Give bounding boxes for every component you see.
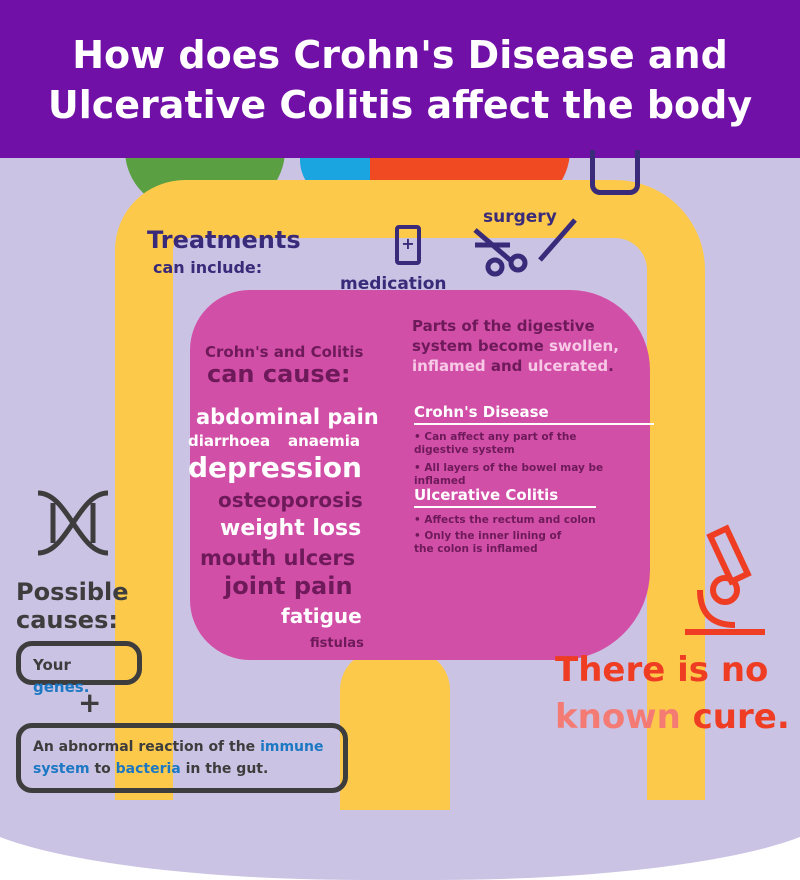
bacteria: bacteria [115, 761, 181, 777]
treatments-title: Treatments [147, 226, 301, 254]
small-intestine [190, 290, 650, 660]
cure: cure. [692, 697, 790, 737]
possible-title-2: causes: [16, 606, 118, 634]
no-cure-line1: There is no [555, 650, 769, 690]
symptom: depression [188, 451, 362, 484]
gut: in the gut. [185, 761, 269, 777]
crohns-bullet: • Can affect any part of the digestive s… [414, 431, 577, 456]
genes: genes. [33, 678, 90, 696]
scissors-scalpel-icon [473, 218, 577, 277]
immune-pre: An abnormal reaction of the [33, 739, 256, 755]
medication-label: medication [340, 274, 447, 294]
uc-bullet: • Only the inner lining of the colon is … [414, 530, 562, 555]
microscope-icon [685, 524, 765, 635]
immune-box: An abnormal reaction of the immune syste… [16, 723, 348, 793]
possible-causes-title: Possible causes: [16, 578, 129, 634]
system: system [33, 761, 90, 777]
uc-section: Ulcerative Colitis • Affects the rectum … [414, 486, 596, 556]
crohns-bullet: • All layers of the bowel may be inflame… [414, 462, 604, 487]
symptom: fistulas [310, 636, 364, 651]
parts-line2: system become [412, 337, 544, 355]
swollen: swollen, [548, 337, 619, 355]
treatments-subtitle: can include: [153, 258, 263, 277]
title-line-2: Ulcerative Colitis affect the body [47, 83, 753, 127]
plus-icon: + [78, 686, 102, 719]
to: to [94, 761, 111, 777]
dot: . [608, 357, 614, 375]
crohns-section: Crohn's Disease • Can affect any part of… [414, 403, 654, 488]
medicine-bottle-icon: + [395, 225, 421, 265]
dna-icon [37, 490, 109, 556]
symptom: fatigue [281, 604, 362, 628]
known: known [555, 697, 681, 737]
and: and [490, 357, 523, 375]
title-line-1: How does Crohn's Disease and [72, 33, 728, 77]
page-title: How does Crohn's Disease and Ulcerative … [0, 0, 800, 158]
immune: immune [260, 739, 324, 755]
uc-title: Ulcerative Colitis [414, 486, 596, 508]
crohns-title: Crohn's Disease [414, 403, 654, 425]
symptom: joint pain [224, 572, 353, 600]
parts-line1: Parts of the digestive [412, 317, 595, 335]
genes-pre: Your [33, 656, 71, 674]
symptom: diarrhoea [188, 432, 271, 450]
rectum [340, 650, 450, 810]
genes-box: Your genes. [16, 641, 142, 696]
symptom: anaemia [288, 432, 360, 450]
symptom: abdominal pain [196, 405, 379, 429]
uc-bullet: • Affects the rectum and colon [414, 514, 596, 526]
symptom: mouth ulcers [200, 546, 356, 570]
no-cure-line2: known cure. [555, 697, 790, 737]
causes-intro: Crohn's and Colitis [205, 343, 364, 361]
symptom: osteoporosis [218, 488, 363, 512]
bowl-icon [590, 150, 640, 195]
symptom: weight loss [220, 516, 362, 541]
parts-text: Parts of the digestive system become swo… [412, 316, 619, 376]
causes-intro-2: can cause: [207, 360, 351, 388]
inflamed: inflamed [412, 357, 486, 375]
surgery-label: surgery [483, 207, 557, 227]
possible-title-1: Possible [16, 578, 129, 606]
ulcerated: ulcerated [527, 357, 609, 375]
